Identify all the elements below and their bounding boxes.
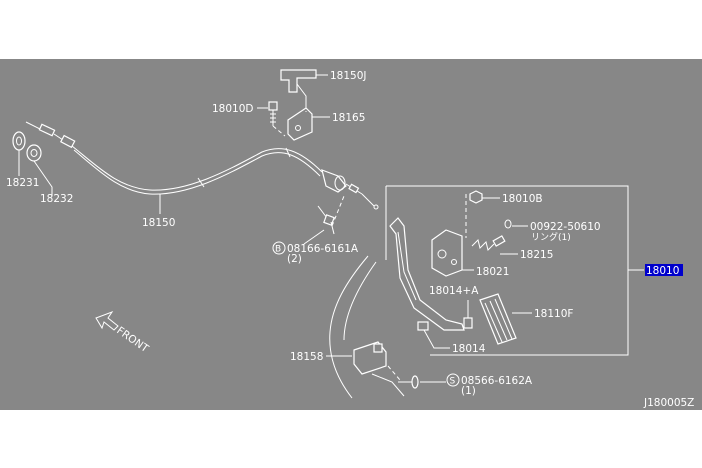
label-08566[interactable]: 08566-6162A	[461, 375, 533, 387]
highlight-18010	[645, 264, 683, 276]
label-18021[interactable]: 18021	[476, 266, 509, 278]
bracket-18158[interactable]	[353, 341, 387, 375]
label-08166-qty: (2)	[287, 253, 302, 265]
label-18150j[interactable]: 18150J	[330, 70, 367, 82]
label-front: FRONT	[114, 325, 151, 356]
nut-18010b[interactable]	[469, 190, 483, 204]
bolt-18010d[interactable]	[268, 101, 278, 126]
grommet-18231[interactable]	[12, 131, 26, 151]
dash-18010d	[272, 125, 286, 137]
label-18165[interactable]: 18165	[332, 112, 365, 124]
prefix-s: S	[450, 377, 456, 387]
label-18215[interactable]: 18215	[520, 249, 553, 261]
label-18014[interactable]: 18014	[452, 343, 486, 355]
bolts-08166-6161a[interactable]	[317, 205, 335, 235]
screw-circle-s	[446, 373, 460, 387]
label-18232[interactable]: 18232	[40, 193, 73, 205]
bracket-18150j[interactable]	[280, 69, 317, 104]
label-00922[interactable]: 00922-50610	[530, 221, 601, 233]
dash-08166	[331, 195, 345, 227]
bracket-18165[interactable]	[287, 107, 313, 141]
label-18014a[interactable]: 18014+A	[429, 285, 479, 297]
bolt-circle-b	[272, 241, 286, 255]
label-18010b[interactable]: 18010B	[502, 193, 543, 205]
front-arrow-icon	[95, 310, 119, 331]
label-18150[interactable]: 18150	[142, 217, 175, 229]
label-08566-qty: (1)	[461, 385, 476, 397]
dash-08566	[387, 365, 401, 381]
leader-18014	[423, 329, 450, 349]
body-panel-inner	[343, 261, 377, 341]
prefix-b: B	[275, 245, 281, 255]
pedal-pad-18110f[interactable]	[479, 293, 517, 345]
accelerator-wire-18150[interactable]	[25, 121, 379, 210]
leader-18232	[33, 160, 53, 196]
body-panel-lower	[371, 373, 405, 397]
label-18231[interactable]: 18231	[6, 177, 39, 189]
spring-18215[interactable]	[471, 235, 506, 251]
stopper-18014[interactable]	[417, 321, 429, 331]
screw-08566-6162a[interactable]	[398, 375, 419, 389]
body-panel-outline	[329, 255, 369, 399]
ring-00922-50610[interactable]	[504, 219, 512, 229]
label-18110f[interactable]: 18110F	[534, 308, 573, 320]
label-18010[interactable]: 18010	[646, 265, 679, 277]
label-00922-sub: リング(1)	[531, 231, 571, 243]
pedal-bracket-18021[interactable]	[431, 229, 463, 277]
pedal-arm[interactable]	[389, 217, 465, 331]
stopper-18014a[interactable]	[463, 317, 473, 329]
diagram-panel	[0, 59, 702, 410]
label-18010d[interactable]: 18010D	[212, 103, 254, 115]
diagram-code: J180005Z	[643, 397, 694, 409]
grommet-18232[interactable]	[26, 144, 42, 162]
label-18158[interactable]: 18158	[290, 351, 323, 363]
label-08166[interactable]: 08166-6161A	[287, 243, 359, 255]
leader-08166	[303, 229, 325, 245]
